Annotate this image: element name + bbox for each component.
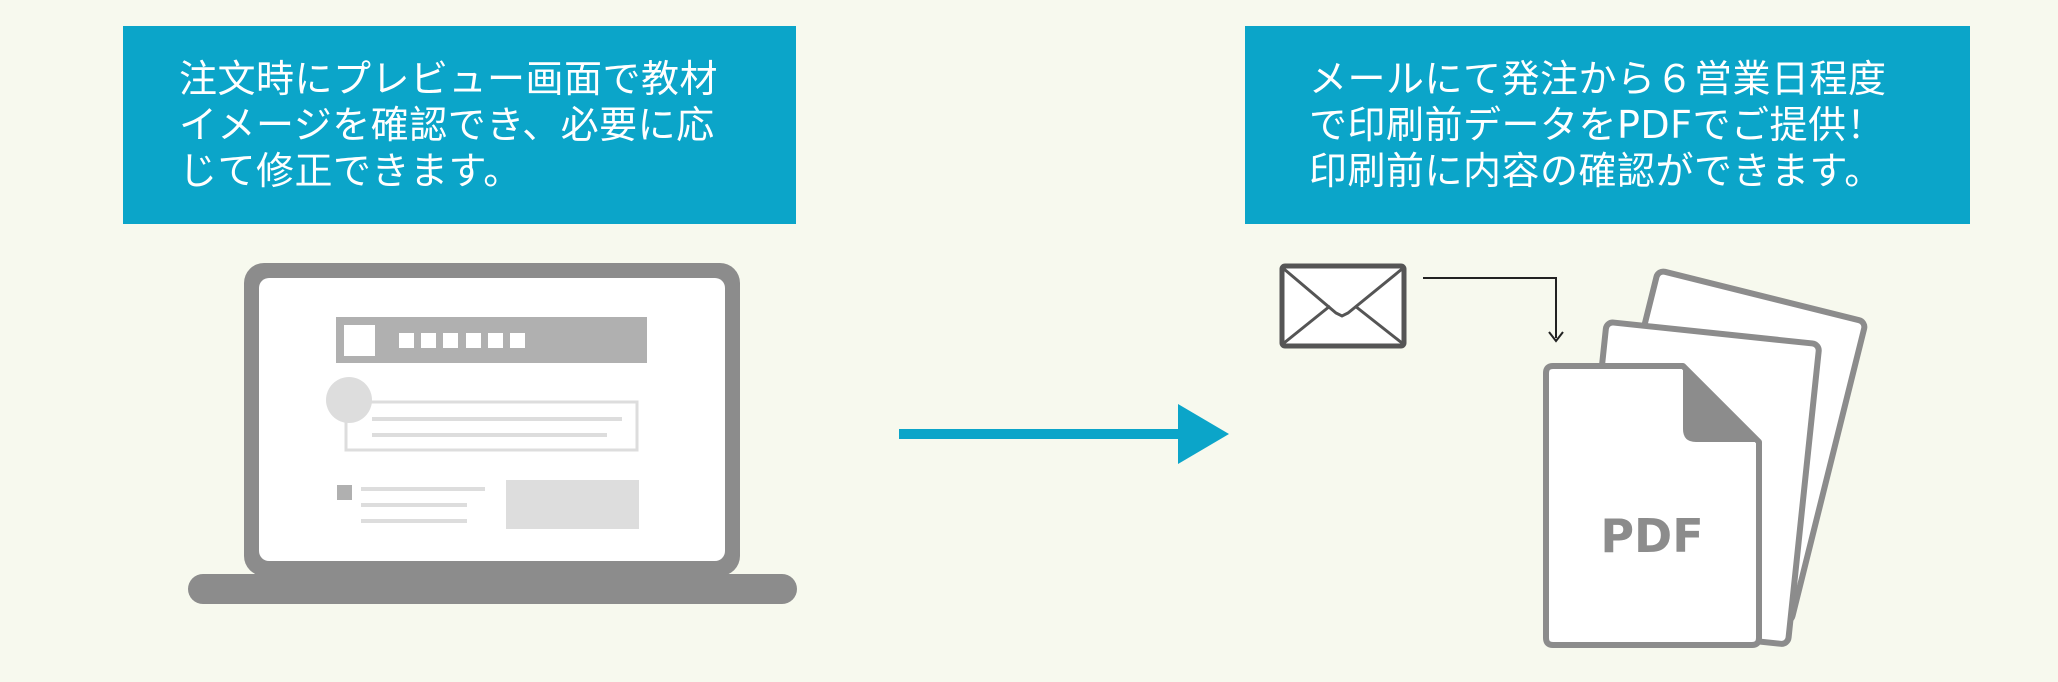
envelope-flap — [1283, 267, 1403, 318]
mockup-text-line — [361, 503, 467, 507]
pdf-label: PDF — [1600, 509, 1703, 563]
mockup-text-line — [372, 433, 607, 437]
mockup-text-line — [361, 487, 485, 491]
mockup-header-logo — [344, 325, 375, 356]
mockup-menu-dot — [510, 333, 525, 348]
preview-caption-line-3: じて修正できます。 — [179, 149, 522, 193]
pdf-page-fold — [1683, 366, 1759, 442]
envelope-icon — [1279, 263, 1407, 349]
mockup-image-block — [506, 480, 639, 529]
pdf-document-icon: PDF — [1543, 268, 1868, 648]
mockup-menu-dot — [488, 333, 503, 348]
pdf-front-sheet: PDF — [1543, 363, 1762, 648]
arrow-shaft — [899, 429, 1182, 439]
mockup-menu-dot — [466, 333, 481, 348]
connector-arrowhead — [1548, 331, 1564, 343]
mockup-menu-dot — [421, 333, 436, 348]
envelope-fold-left — [1283, 304, 1331, 345]
mail-to-pdf-connector — [1423, 277, 1564, 343]
pdf-delivery-caption-box: メールにて発注から６営業日程度 で印刷前データをPDFでご提供！ 印刷前に内容の… — [1245, 26, 1970, 224]
pdf-caption-line-3: 印刷前に内容の確認ができます。 — [1309, 149, 1883, 193]
arrow-right-icon — [899, 404, 1229, 464]
envelope-fold-right — [1354, 304, 1403, 345]
laptop-base — [188, 574, 797, 604]
mockup-text-line — [361, 519, 467, 523]
preview-caption-box: 注文時にプレビュー画面で教材 イメージを確認でき、必要に応 じて修正できます。 — [123, 26, 796, 224]
arrow-head — [1178, 404, 1229, 464]
preview-window-mockup — [326, 317, 647, 529]
connector-line — [1423, 277, 1557, 338]
mockup-avatar — [326, 377, 372, 423]
mockup-text-line — [372, 417, 622, 421]
preview-caption-line-1: 注文時にプレビュー画面で教材 — [179, 57, 719, 101]
laptop-icon — [188, 263, 797, 604]
mockup-bullet — [337, 485, 352, 500]
pdf-front-page — [1543, 363, 1762, 648]
pdf-caption-line-1: メールにて発注から６営業日程度 — [1309, 57, 1887, 101]
pdf-caption-line-2: で印刷前データをPDFでご提供！ — [1309, 103, 1886, 147]
mockup-menu-dot — [443, 333, 458, 348]
mockup-comment-box — [344, 400, 639, 452]
envelope-body — [1279, 263, 1407, 349]
preview-caption-line-2: イメージを確認でき、必要に応 — [179, 103, 715, 147]
mockup-menu-dot — [399, 333, 414, 348]
